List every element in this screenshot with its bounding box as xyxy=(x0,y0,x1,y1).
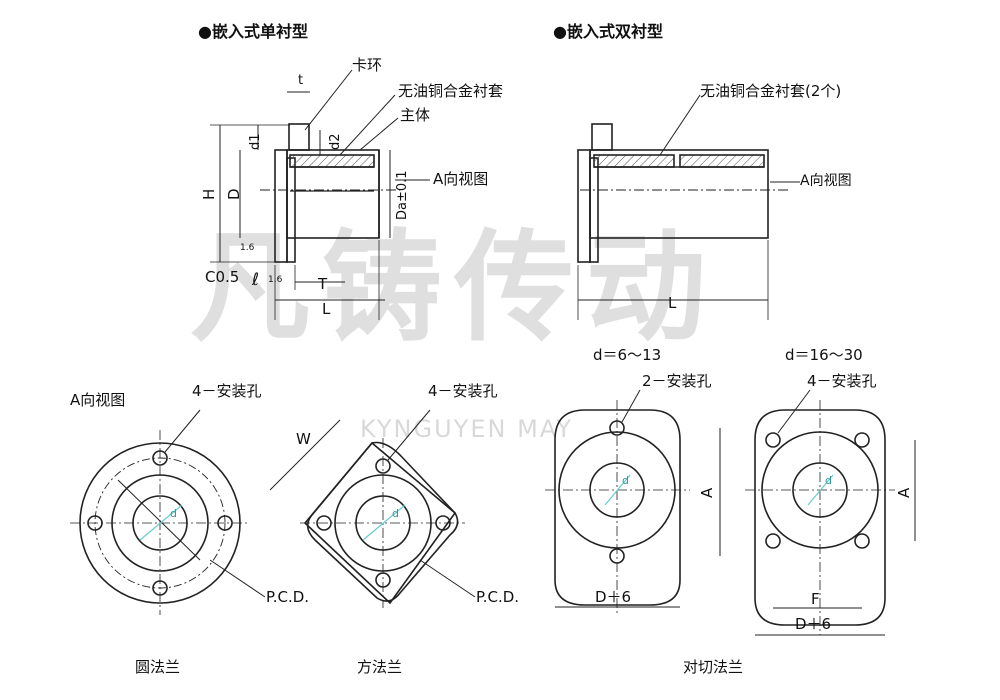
dim-H: H xyxy=(200,188,218,200)
round-holes: 4－安装孔 xyxy=(192,382,262,400)
square-w: W xyxy=(296,430,311,448)
dim-L-2: L xyxy=(668,294,677,312)
double-bushing-side-view xyxy=(577,94,800,320)
cut-large-range: d＝16～30 xyxy=(785,346,863,364)
dim-t: t xyxy=(298,73,304,88)
single-bushing-side-view xyxy=(210,69,430,320)
dim-L: L xyxy=(322,300,331,318)
dim-D: D xyxy=(225,188,243,200)
flange-outline xyxy=(577,149,591,263)
dim-Da: Da±0.1 xyxy=(395,170,410,220)
cut-large-F: F xyxy=(811,590,820,608)
roughness-2: 1.6 xyxy=(268,275,283,285)
caption-round: 圆法兰 xyxy=(135,658,181,676)
round-flange-view xyxy=(70,409,266,615)
cut-small-holes: 2－安装孔 xyxy=(642,372,712,390)
cut-flange-small-view xyxy=(545,389,721,615)
caption-square: 方法兰 xyxy=(357,658,403,676)
roughness-1: 1.6 xyxy=(240,243,255,253)
dim-d2: d2 xyxy=(328,133,343,150)
cut-large-width: D＋6 xyxy=(795,615,832,633)
label-a-view: A向视图 xyxy=(433,170,489,188)
dim-chamfer: C0.5 xyxy=(205,268,240,286)
cut-small-width: D＋6 xyxy=(595,588,632,606)
dim-l: ℓ xyxy=(252,270,260,290)
square-holes: 4－安装孔 xyxy=(428,382,498,400)
label-a-view-front: A向视图 xyxy=(70,391,126,409)
label-snap-ring: 卡环 xyxy=(352,56,383,74)
dim-d1: d1 xyxy=(248,133,263,150)
bushing-hatch xyxy=(289,154,375,168)
caption-cut: 对切法兰 xyxy=(683,658,744,676)
cut-small-d: d xyxy=(622,474,629,487)
title-double-bushing: ●嵌入式双衬型 xyxy=(553,22,663,41)
square-d: d xyxy=(392,507,399,520)
dim-T: T xyxy=(318,275,328,293)
square-flange-view xyxy=(269,409,476,608)
round-pcd: P.C.D. xyxy=(266,588,310,606)
cut-flange-large-view xyxy=(745,389,916,636)
watermark-subtext: KYNGUYEN MAY xyxy=(360,415,573,443)
title-single-bushing: ●嵌入式单衬型 xyxy=(198,22,308,41)
square-pcd: P.C.D. xyxy=(476,588,520,606)
cut-small-A: A xyxy=(698,487,716,498)
label-a-view-2: A向视图 xyxy=(800,173,852,189)
label-body: 主体 xyxy=(400,106,431,124)
cut-large-holes: 4－安装孔 xyxy=(807,372,877,390)
label-bushing: 无油铜合金衬套 xyxy=(398,82,504,100)
label-bushing-2: 无油铜合金衬套(2个) xyxy=(700,82,842,100)
round-d: d xyxy=(170,507,177,520)
cut-small-range: d＝6～13 xyxy=(593,346,662,364)
body-outline xyxy=(589,149,769,239)
cut-large-d: d xyxy=(825,474,832,487)
cut-large-A: A xyxy=(895,487,913,498)
watermark-text: 凡铸传动 xyxy=(190,217,718,358)
flange-outline xyxy=(274,149,288,263)
